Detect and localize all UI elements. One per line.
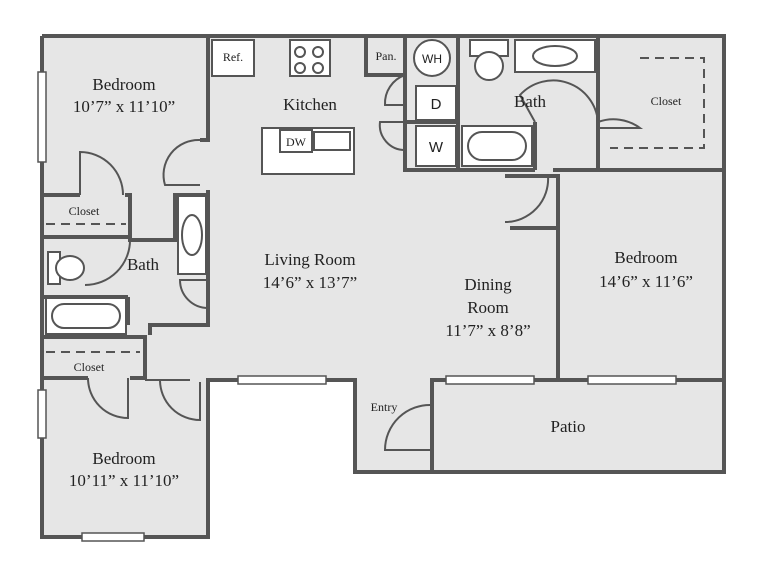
pantry-label: Pan. xyxy=(376,49,397,63)
kitchen-name: Kitchen xyxy=(283,95,337,114)
water-heater-label: WH xyxy=(422,52,442,66)
closet-upper-label: Closet xyxy=(69,204,100,218)
washer-label: W xyxy=(429,139,444,156)
dining-room-name: Dining xyxy=(464,275,512,294)
dishwasher xyxy=(279,129,313,153)
dryer-label: D xyxy=(431,96,442,113)
patio-name: Patio xyxy=(551,417,586,436)
sink xyxy=(313,131,351,151)
bedroom-e-size: 14’6” x 11’6” xyxy=(599,272,693,291)
water-heater xyxy=(413,39,451,77)
bath-east-name: Bath xyxy=(514,92,547,111)
closet-east-label: Closet xyxy=(651,94,682,108)
room-labels: Bedroom 10’7” x 11’10” Bedroom 10’11” x … xyxy=(69,49,693,490)
living-room-size: 14’6” x 13’7” xyxy=(263,273,357,292)
bath-west-name: Bath xyxy=(127,255,160,274)
windows xyxy=(37,71,677,542)
bedroom-sw-name: Bedroom xyxy=(92,449,155,468)
living-room-name: Living Room xyxy=(264,250,355,269)
bedroom-sw-size: 10’11” x 11’10” xyxy=(69,471,179,490)
refrigerator-label: Ref. xyxy=(223,50,243,64)
refrigerator xyxy=(211,39,255,77)
entry-name: Entry xyxy=(371,400,398,414)
dryer xyxy=(415,85,457,121)
dining-room-name-2: Room xyxy=(467,298,509,317)
washer xyxy=(415,125,457,167)
bedroom-nw-name: Bedroom xyxy=(92,75,155,94)
dishwasher-label: DW xyxy=(286,135,307,149)
closet-lower-label: Closet xyxy=(74,360,105,374)
room-fills xyxy=(42,36,724,537)
bedroom-e-name: Bedroom xyxy=(614,248,677,267)
bedroom-nw-size: 10’7” x 11’10” xyxy=(73,97,175,116)
dining-room-size: 11’7” x 8’8” xyxy=(445,321,530,340)
closet-rods xyxy=(46,57,705,353)
door-swings xyxy=(79,74,644,451)
toilet-west xyxy=(47,251,61,285)
fixtures xyxy=(45,39,596,335)
